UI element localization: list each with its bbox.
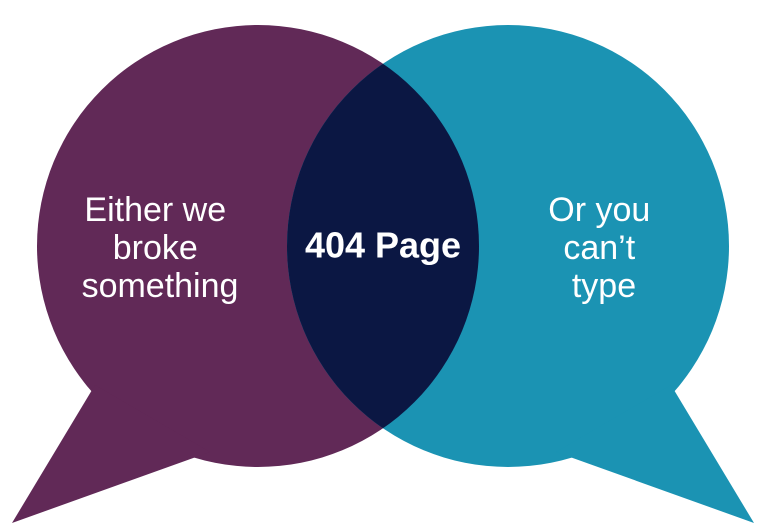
left-bubble-line: broke [113,229,198,267]
left-bubble-tail [12,385,210,523]
left-bubble-text: Either we broke something [82,191,239,305]
right-bubble-text: Or you can’t type [548,191,660,305]
right-bubble-line: Or you [548,191,650,229]
overlap-region [287,25,479,467]
left-bubble-line: Either we [84,191,226,229]
right-bubble-line: type [572,267,636,305]
right-bubble-tail [556,385,754,523]
left-bubble-line: something [82,267,239,305]
right-bubble-line: can’t [563,229,635,267]
overlap-label: 404 Page [305,225,461,266]
